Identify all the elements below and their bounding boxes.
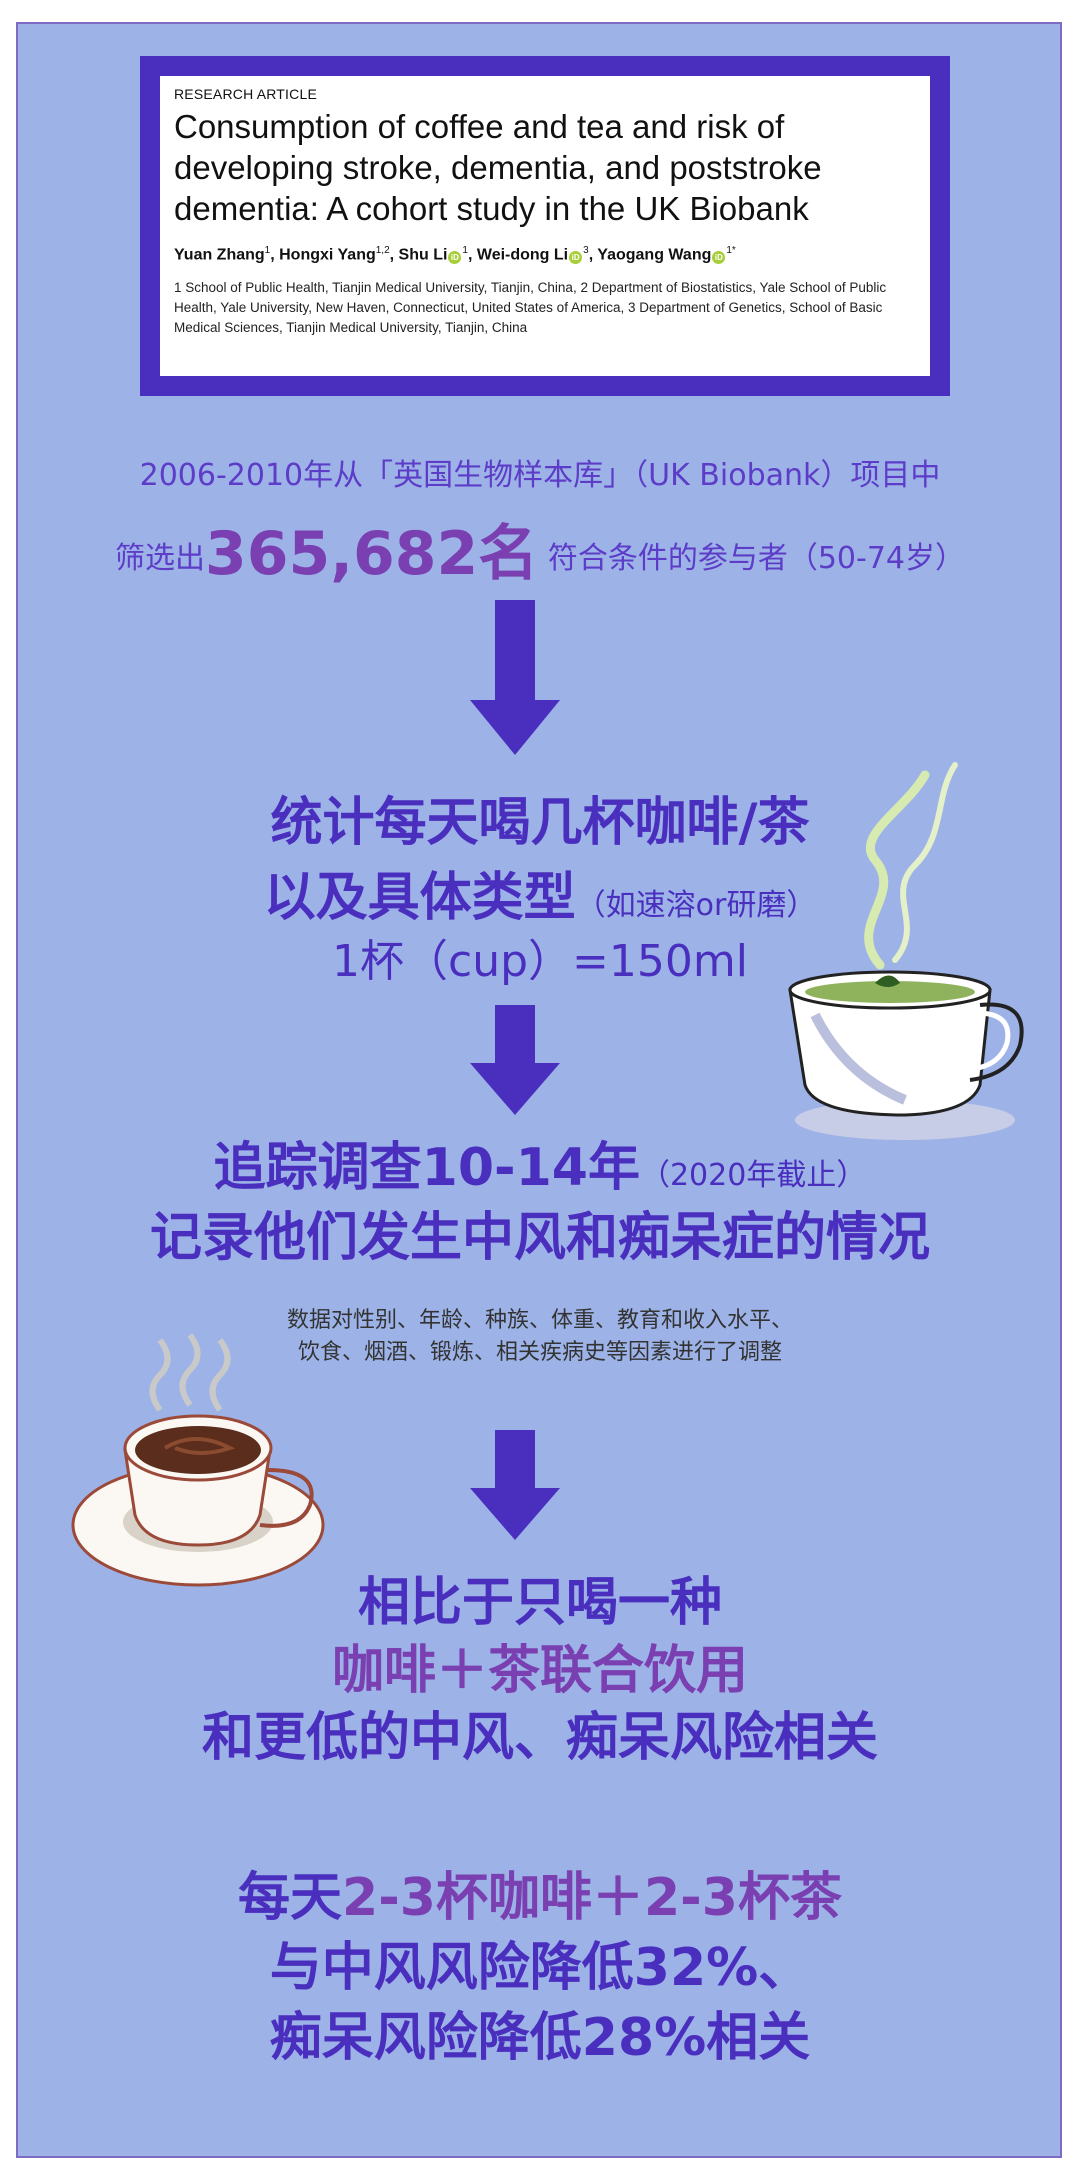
conclusion-line-2: 咖啡＋茶联合饮用 xyxy=(331,1641,748,1701)
finding-line-1: 每天2-3杯咖啡＋2-3杯茶 xyxy=(238,1868,842,1928)
orcid-icon: iD xyxy=(569,251,583,265)
finding-line-3: 痴呆风险降低28%相关 xyxy=(269,2008,811,2068)
tea-cup-icon xyxy=(788,762,1024,1140)
article-title: Consumption of coffee and tea and risk o… xyxy=(174,108,822,227)
author-name: Wei-dong Li xyxy=(476,246,569,264)
article-header: RESEARCH ARTICLE Consumption of coffee a… xyxy=(160,76,930,376)
down-arrow-icon xyxy=(470,1430,560,1540)
step2-line-1: 追踪调查10-14年（2020年截止） xyxy=(213,1138,867,1198)
author-name: Shu Li xyxy=(398,246,448,264)
article-tag: RESEARCH ARTICLE xyxy=(174,86,317,102)
intro-line-2: 筛选出365,682名 符合条件的参与者（50-74岁） xyxy=(115,519,965,589)
finding-line-2: 与中风风险降低32%、 xyxy=(269,1938,811,1998)
down-arrow-icon xyxy=(470,600,560,755)
step1-line-2: 以及具体类型（如速溶or研磨） xyxy=(263,868,817,928)
coffee-cup-icon xyxy=(71,1333,325,1587)
orcid-icon: iD xyxy=(448,251,462,265)
author-name: Hongxi Yang xyxy=(279,246,376,264)
orcid-icon: iD xyxy=(712,251,726,265)
author-name: Yaogang Wang xyxy=(597,246,712,264)
article-affiliations: 1 School of Public Health, Tianjin Medic… xyxy=(174,280,887,336)
author-name: Yuan Zhang xyxy=(174,246,265,264)
step1-cup-definition: 1杯（cup）=150ml xyxy=(332,936,748,987)
intro-line-1: 2006-2010年从「英国生物样本库」（UK Biobank）项目中 xyxy=(139,458,941,493)
participant-count: 365,682名 xyxy=(205,519,539,589)
conclusion-line-1: 相比于只喝一种 xyxy=(357,1573,722,1633)
conclusion-line-3: 和更低的中风、痴呆风险相关 xyxy=(201,1708,878,1768)
step1-line-1: 统计每天喝几杯咖啡/茶 xyxy=(270,793,810,853)
step2-line-2: 记录他们发生中风和痴呆症的情况 xyxy=(149,1208,930,1268)
article-card: RESEARCH ARTICLE Consumption of coffee a… xyxy=(140,56,950,396)
adjustment-note: 数据对性别、年龄、种族、体重、教育和收入水平、 饮食、烟酒、锻炼、相关疾病史等因… xyxy=(286,1308,793,1365)
down-arrow-icon xyxy=(470,1005,560,1115)
